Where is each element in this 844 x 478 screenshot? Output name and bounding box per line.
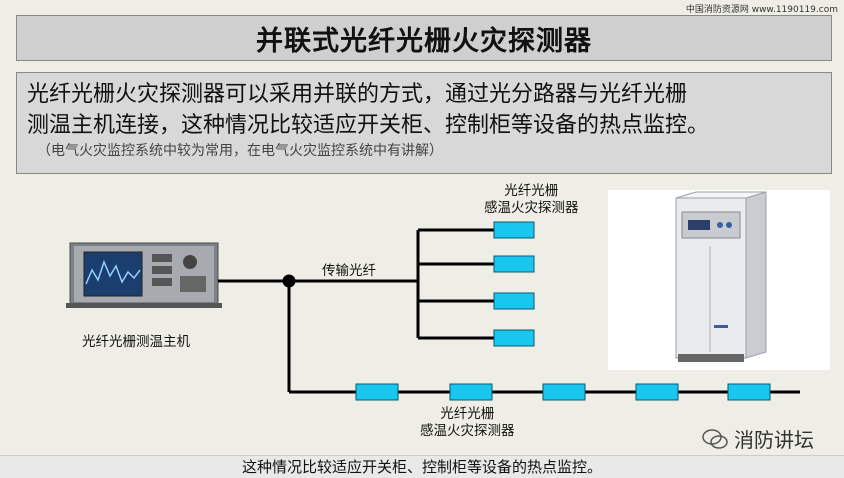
parallel-detector <box>493 221 535 239</box>
description-note: （电气火灾监控系统中较为常用，在电气火灾监控系统中有讲解） <box>37 143 443 159</box>
series-detector <box>727 383 771 401</box>
wechat-icon <box>702 428 728 449</box>
parallel-detector-label-line2: 感温火灾探测器 <box>484 200 579 216</box>
description-line-2: 测温主机连接，这种情况比较适应开关柜、控制柜等设备的热点监控。 <box>27 113 710 138</box>
bottom-caption: 这种情况比较适应开关柜、控制柜等设备的热点监控。 <box>0 455 844 478</box>
control-cabinet-image <box>608 190 830 370</box>
description-line-1: 光纤光栅火灾探测器可以采用并联的方式，通过光分路器与光纤光栅 <box>27 82 688 107</box>
parallel-detector-label-line1: 光纤光栅 <box>504 183 559 199</box>
series-detector <box>355 383 399 401</box>
series-detector-label: 光纤光栅 感温火灾探测器 <box>420 406 515 440</box>
host-label: 光纤光栅测温主机 <box>82 334 190 350</box>
series-detector <box>635 383 679 401</box>
logo-text: 消防讲坛 <box>734 428 814 452</box>
parallel-detector-label: 光纤光栅 感温火灾探测器 <box>484 183 579 217</box>
fiber-diagram <box>66 221 800 401</box>
logo: 消防讲坛 <box>702 424 814 453</box>
series-detector-label-line1: 光纤光栅 <box>440 406 495 422</box>
parallel-detector <box>493 329 535 347</box>
description-box: 光纤光栅火灾探测器可以采用并联的方式，通过光分路器与光纤光栅 测温主机连接，这种… <box>16 72 832 174</box>
host-instrument-image <box>66 242 222 308</box>
source-watermark: 中国消防资源网 www.1190119.com <box>685 5 838 15</box>
parallel-detector <box>493 292 535 310</box>
parallel-detector <box>493 255 535 273</box>
series-detector <box>449 383 493 401</box>
series-detector-label-line2: 感温火灾探测器 <box>420 423 515 439</box>
fiber-label: 传输光纤 <box>322 263 376 279</box>
series-detector <box>542 383 586 401</box>
page-title: 并联式光纤光栅火灾探测器 <box>16 15 832 61</box>
splitter-node <box>282 274 296 288</box>
